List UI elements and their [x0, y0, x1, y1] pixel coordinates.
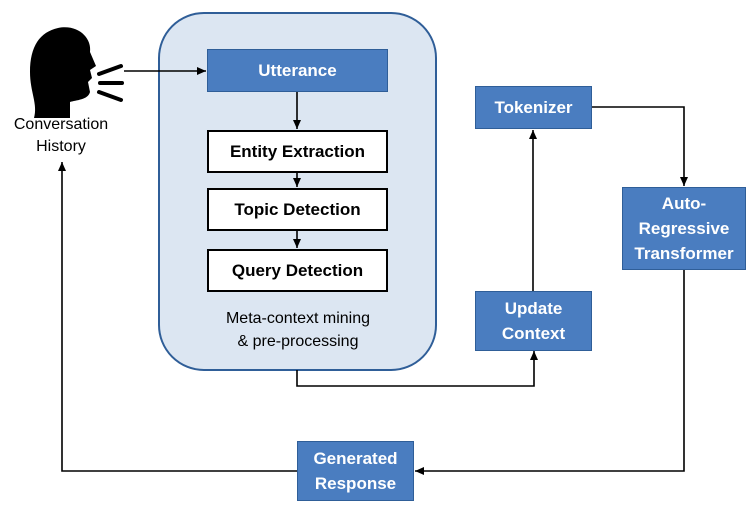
entity-extraction-node: Entity Extraction [207, 130, 388, 173]
generated-response-node: Generated Response [297, 441, 414, 501]
arrow-response-to-history [58, 162, 297, 472]
arrow-tokenizer-to-transformer [591, 106, 688, 186]
update-context-node: Update Context [475, 291, 592, 351]
transformer-node: Auto- Regressive Transformer [622, 187, 746, 270]
topic-detection-node: Topic Detection [207, 188, 388, 231]
query-detection-node: Query Detection [207, 249, 388, 292]
tokenizer-node: Tokenizer [475, 86, 592, 129]
conversation-history-label: Conversation History [13, 116, 109, 155]
group-caption: Meta-context mining & pre-processing [225, 310, 371, 350]
arrow-transformer-to-response [415, 270, 685, 475]
arrow-group-to-update-context [296, 351, 538, 387]
speaking-head-icon [30, 27, 124, 118]
utterance-node: Utterance [207, 49, 388, 92]
